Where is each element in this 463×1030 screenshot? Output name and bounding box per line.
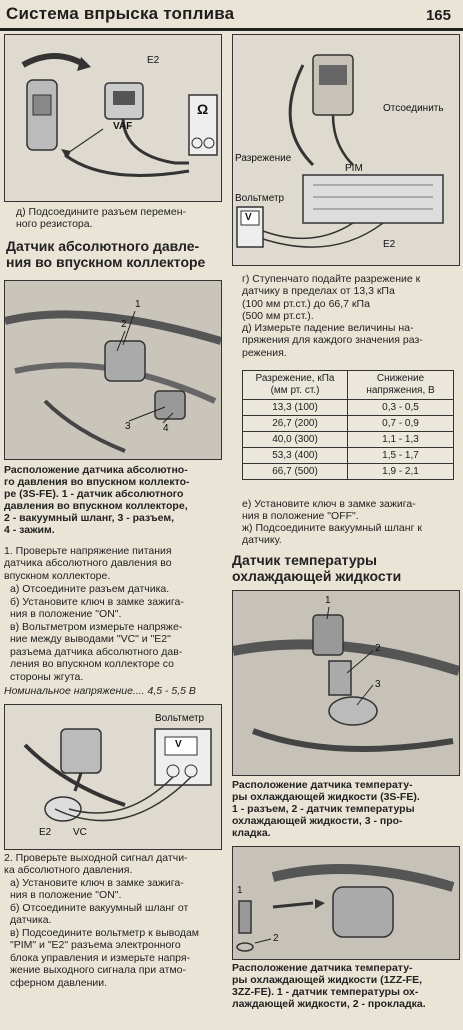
step-e-ignition-off: е) Установите ключ в замке зажига- ния в…: [242, 498, 416, 523]
vc-label-v: V: [175, 739, 182, 750]
step-2a: а) Установите ключ в замке зажига- ния в…: [10, 877, 184, 902]
header-rule: [0, 28, 463, 31]
table-row: 53,3 (400)1,5 - 1,7: [242, 447, 454, 464]
pim-illustration: [236, 54, 444, 248]
table-header-row: Разрежение, кПа (мм рт. ст.) Снижение на…: [242, 370, 454, 400]
table-row: 66,7 (500)1,9 - 2,1: [242, 463, 454, 480]
map-callout-4: 4: [163, 423, 169, 434]
step-1b: б) Установите ключ в замке зажига- ния в…: [10, 596, 184, 621]
coolant-3sfe-illustration: [233, 591, 459, 775]
pim-label-disconnect: Отсоединить: [383, 103, 444, 114]
step-2c: в) Подсоедините вольтметр к выводам "PIM…: [10, 927, 200, 989]
heading-coolant-sensor: Датчик температуры охлаждающей жидкости: [232, 552, 402, 584]
figure-vc-voltmeter: Вольтметр V E2 VC: [4, 704, 222, 850]
vaf-label-e2: E2: [147, 55, 160, 66]
figure-map-location-3sfe: 1 2 3 4: [4, 280, 222, 460]
caption-map-location: Расположение датчика абсолютно- го давле…: [4, 464, 190, 536]
coolant-3sfe-callout-3: 3: [375, 679, 381, 690]
map-callout-2: 2: [121, 319, 127, 330]
map-callout-1: 1: [135, 299, 141, 310]
coolant-1zzfe-illustration: [233, 847, 459, 959]
vaf-label-vaf: VAF: [113, 121, 133, 132]
page-header: Система впрыска топлива 165: [0, 0, 463, 31]
figure-pim-voltmeter: Отсоединить Разрежение PIM Вольтметр V E…: [232, 34, 460, 266]
page-number: 165: [425, 7, 451, 24]
page-title: Система впрыска топлива: [6, 4, 235, 23]
step-zh-reconnect-hose: ж) Подсоедините вакуумный шланг к датчик…: [242, 522, 422, 547]
step-1-check-supply: 1. Проверьте напряжение питания датчика …: [4, 545, 172, 582]
pim-label-e2: E2: [383, 239, 396, 250]
pim-label-pim: PIM: [345, 163, 363, 174]
coolant-3sfe-callout-1: 1: [325, 595, 331, 606]
step-1c: в) Вольтметром измерьте напряже- ние меж…: [10, 621, 183, 683]
coolant-3sfe-callout-2: 2: [375, 643, 381, 654]
step-2-check-output: 2. Проверьте выходной сигнал датчи- ка а…: [4, 852, 188, 877]
pim-label-vacuum: Разрежение: [235, 153, 292, 164]
figure-coolant-1zzfe: 1 2: [232, 846, 460, 960]
pim-label-v: V: [245, 212, 252, 223]
vc-label-e2: E2: [39, 827, 52, 838]
figure-coolant-3sfe: 1 2 3: [232, 590, 460, 776]
vaf-illustration: [21, 53, 218, 177]
heading-map-sensor: Датчик абсолютного давле- ния во впускно…: [6, 238, 206, 270]
map-callout-3: 3: [125, 421, 131, 432]
table-header-vacuum: Разрежение, кПа (мм рт. ст.): [242, 370, 348, 400]
step-g-apply-vacuum: г) Ступенчато подайте разрежение к датчи…: [242, 273, 421, 323]
caption-coolant-3sfe: Расположение датчика температу- ры охлаж…: [232, 779, 420, 839]
table-row: 13,3 (100)0,3 - 0,5: [242, 399, 454, 416]
map-location-illustration: [5, 281, 221, 459]
coolant-1zz-callout-1: 1: [237, 885, 243, 896]
step-d-connect-resistor: д) Подсоедините разъем перемен- ного рез…: [16, 206, 186, 231]
coolant-1zz-callout-2: 2: [273, 933, 279, 944]
table-row: 40,0 (300)1,1 - 1,3: [242, 431, 454, 448]
caption-coolant-1zzfe: Расположение датчика температу- ры охлаж…: [232, 962, 426, 1010]
table-header-voltage-drop: Снижение напряжения, В: [347, 370, 454, 400]
figure-vaf-resistor: E2 VAF Ω: [4, 34, 222, 202]
pim-label-voltmeter: Вольтметр: [235, 193, 285, 204]
step-d-measure-drop: д) Измерьте падение величины на- пряжени…: [242, 322, 423, 359]
step-2b: б) Отсоедините вакуумный шланг от датчик…: [10, 902, 189, 927]
vc-label-vc: VC: [73, 827, 87, 838]
table-row: 26,7 (200)0,7 - 0,9: [242, 415, 454, 432]
nominal-voltage: Номинальное напряжение.... 4,5 - 5,5 В: [4, 685, 196, 697]
vc-label-voltmeter: Вольтметр: [155, 713, 205, 724]
voltage-drop-table: Разрежение, кПа (мм рт. ст.) Снижение на…: [242, 370, 454, 480]
vc-illustration: [23, 728, 212, 822]
ohm-icon: Ω: [197, 101, 209, 117]
step-1a: а) Отсоедините разъем датчика.: [10, 583, 170, 595]
